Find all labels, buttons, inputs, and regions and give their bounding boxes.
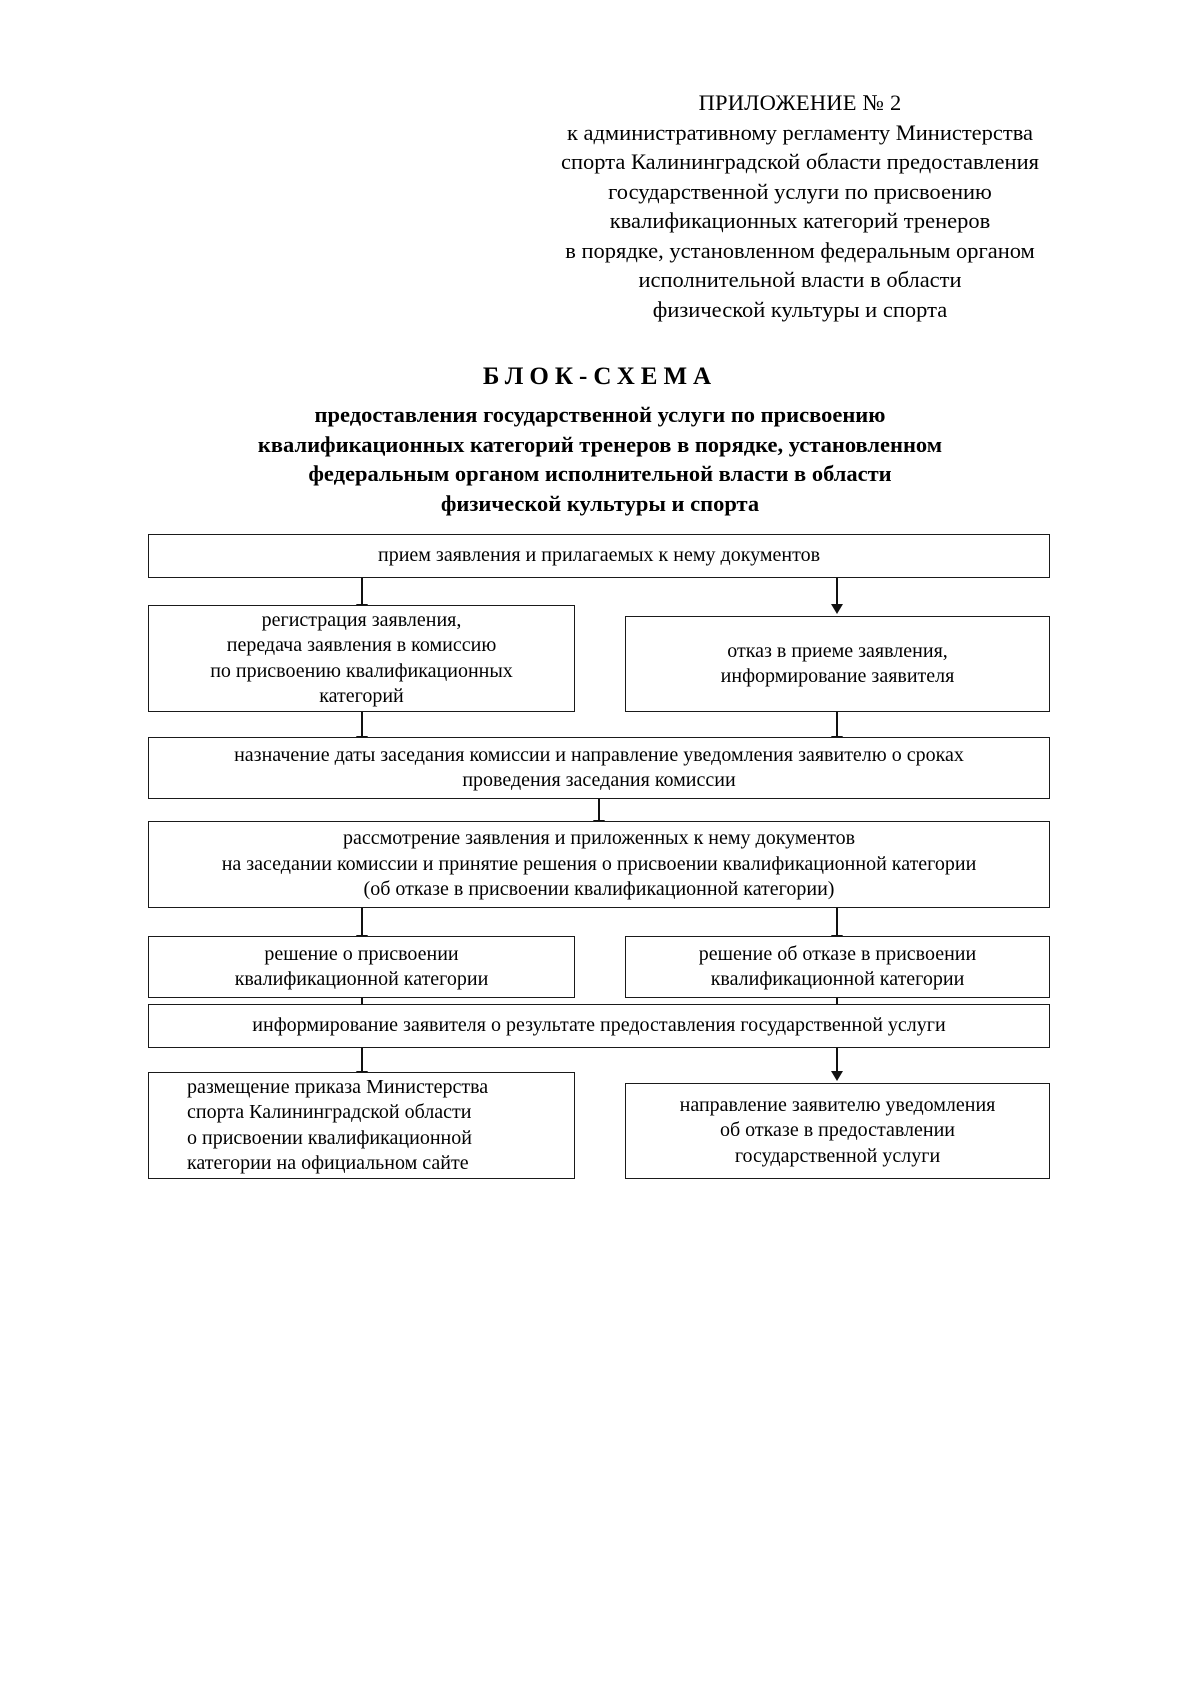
flow-node-send-refusal-notice: направление заявителю уведомления об отк… [625, 1083, 1050, 1179]
flow-node-line: (об отказе в присвоении квалификационной… [363, 878, 835, 901]
appendix-header-line-8: физической культуры и спорта [652, 296, 948, 322]
flow-arrow-scheduling-to-review [598, 799, 600, 821]
flow-node-line: об отказе в предоставлении [719, 1119, 956, 1142]
flow-node-line: направление заявителю уведомления [679, 1093, 996, 1116]
flow-node-decision-approve: решение о присвоении квалификационной ка… [148, 936, 575, 998]
flow-node-line: государственной услуги [734, 1144, 941, 1167]
flow-arrow-review-to-denial [836, 908, 838, 936]
flow-node-line: регистрация заявления, [261, 608, 462, 631]
flow-node-line: квалификационной категории [234, 968, 489, 990]
flow-node-scheduling: назначение даты заседания комиссии и нап… [148, 737, 1050, 799]
flow-node-line: на заседании комиссии и принятие решения… [221, 852, 977, 875]
flow-node-line: назначение даты заседания комиссии и нап… [234, 743, 964, 766]
appendix-header-line-4: государственной услуги по присвоению [608, 178, 992, 204]
page-subtitle: предоставления государственной услуги по… [150, 400, 1050, 518]
flow-arrow-review-to-approval [361, 908, 363, 936]
flow-node-line: информирование заявителя о результате пр… [252, 1014, 946, 1037]
flow-node-line: по присвоению квалификационных [210, 659, 513, 682]
page-subtitle-line-2: квалификационных категорий тренеров в по… [257, 431, 943, 457]
flow-node-decision-deny: решение об отказе в присвоении квалифика… [625, 936, 1050, 998]
flow-node-review: рассмотрение заявления и приложенных к н… [148, 821, 1050, 908]
flow-node-line: отказ в приеме заявления, [727, 639, 948, 662]
flow-node-line: прием заявления и прилагаемых к нему док… [377, 544, 821, 567]
flow-node-line: спорта Калининградской области [187, 1101, 472, 1123]
flow-node-line: решение об отказе в присвоении [698, 942, 977, 965]
flow-arrow-registration-to-scheduling [361, 712, 363, 737]
flow-node-line: проведения заседания комиссии [462, 769, 736, 791]
flow-arrow-intake-to-registration [361, 578, 363, 605]
appendix-header: ПРИЛОЖЕНИЕ № 2 к административному регла… [500, 88, 1100, 324]
document-title-block: БЛОК-СХЕМА предоставления государственно… [150, 360, 1050, 518]
flow-arrow-refusal-to-scheduling [836, 712, 838, 737]
flow-arrow-notify-to-refusal-letter [836, 1048, 838, 1072]
appendix-header-line-6: в порядке, установленном федеральным орг… [565, 237, 1035, 263]
flow-arrow-intake-to-refusal [836, 578, 838, 605]
flow-node-line: категории на официальном сайте [187, 1152, 469, 1174]
flow-arrow-notify-to-publication [361, 1048, 363, 1072]
flow-node-intake: прием заявления и прилагаемых к нему док… [148, 534, 1050, 578]
flow-node-registration: регистрация заявления, передача заявлени… [148, 605, 575, 712]
page-subtitle-line-3: федеральным органом исполнительной власт… [308, 461, 892, 486]
flow-node-line: информирование заявителя [720, 665, 955, 687]
flow-node-line: о присвоении квалификационной [187, 1126, 472, 1149]
appendix-header-line-7: исполнительной власти в области [638, 267, 962, 292]
flow-node-publish-order: размещение приказа Министерства спорта К… [148, 1072, 575, 1179]
flow-node-line: рассмотрение заявления и приложенных к н… [342, 827, 856, 850]
page-title: БЛОК-СХЕМА [482, 363, 718, 390]
flow-node-line: передача заявления в комиссию [226, 634, 497, 656]
flow-node-line: размещение приказа Министерства [187, 1075, 489, 1098]
appendix-header-line-2: к административному регламенту Министерс… [566, 119, 1034, 145]
flow-node-line: квалификационной категории [710, 968, 965, 990]
flow-node-line: решение о присвоении [264, 942, 459, 965]
appendix-header-line-1: ПРИЛОЖЕНИЕ № 2 [698, 90, 902, 115]
flow-node-intake-refusal: отказ в приеме заявления, информирование… [625, 616, 1050, 712]
page-subtitle-line-4: физической культуры и спорта [440, 490, 760, 516]
flow-node-inform-applicant: информирование заявителя о результате пр… [148, 1004, 1050, 1048]
flow-node-line: категорий [319, 685, 404, 707]
appendix-header-line-3: спорта Калининградской области предостав… [561, 149, 1039, 174]
appendix-header-line-5: квалификационных категорий тренеров [609, 208, 991, 233]
page-subtitle-line-1: предоставления государственной услуги по… [314, 402, 886, 427]
